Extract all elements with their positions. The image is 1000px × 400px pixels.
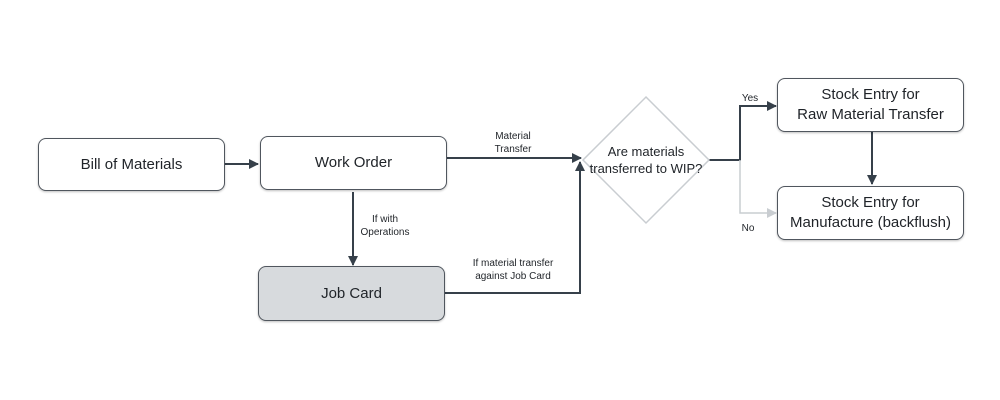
stock-entry-raw-line2: Raw Material Transfer (797, 106, 944, 123)
job-card-label: Job Card (321, 284, 382, 302)
material-transfer-label: Material Transfer (478, 130, 548, 156)
material-transfer-line1: Material (495, 131, 531, 142)
bill-of-materials-node: Bill of Materials (38, 138, 225, 191)
job-card-transfer-line2: against Job Card (475, 271, 551, 282)
job-card-node: Job Card (258, 266, 445, 321)
bill-of-materials-label: Bill of Materials (80, 155, 183, 173)
edge-job-card-to-decision (445, 161, 585, 294)
stock-entry-raw-material-node: Stock Entry for Raw Material Transfer (777, 78, 964, 132)
work-order-node: Work Order (260, 136, 447, 190)
edge-decision-no (739, 160, 777, 218)
no-label: No (741, 223, 755, 234)
decision-text-line1: Are materials (607, 144, 685, 159)
decision-diamond (581, 95, 711, 225)
material-transfer-line2: Transfer (494, 144, 532, 155)
decision-text-line2: transferred to WIP? (589, 161, 703, 176)
if-with-line2: Operations (360, 227, 410, 238)
decision-text: Are materials transferred to WIP? (580, 143, 712, 177)
job-card-transfer-label: If material transfer against Job Card (457, 257, 569, 283)
edge-decision-yes (708, 101, 777, 161)
yes-label: Yes (741, 93, 759, 104)
stock-entry-mfg-line2: Manufacture (backflush) (790, 214, 951, 231)
stock-entry-raw-line1: Stock Entry for (821, 86, 920, 103)
work-order-label: Work Order (314, 154, 393, 171)
if-with-line1: If with (371, 214, 399, 225)
job-card-transfer-line1: If material transfer (472, 258, 554, 269)
stock-entry-manufacture-node: Stock Entry for Manufacture (backflush) (777, 186, 964, 240)
if-with-operations-label: If with Operations (350, 213, 420, 239)
stock-entry-mfg-line1: Stock Entry for (821, 194, 920, 211)
